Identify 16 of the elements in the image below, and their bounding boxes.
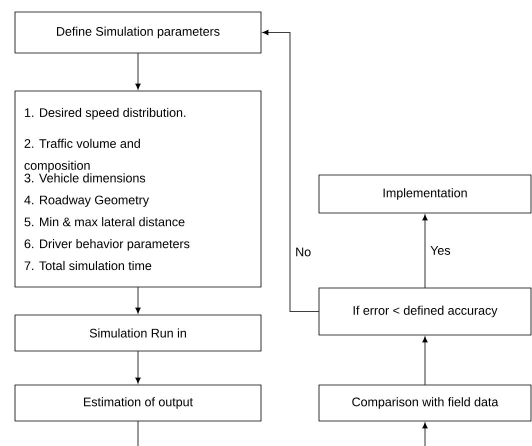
arrow — [135, 287, 141, 314]
edge-label: Yes — [430, 246, 450, 255]
edge-label: No — [296, 248, 311, 256]
process-box: Comparison with field data — [318, 384, 532, 422]
process-box: Estimation of output — [14, 384, 262, 422]
arrow — [422, 422, 428, 446]
arrow — [422, 336, 428, 385]
process-box: If error < defined accuracy — [318, 288, 532, 336]
process-box: Define Simulation parameters — [14, 12, 262, 54]
arrow — [262, 30, 319, 312]
arrow — [135, 53, 141, 90]
list-box: 1. Desired speed distribution. 2. Traffic volume and composition 3. Vehicle dimensions 4. Roadway Geometry 5. Min & max lateral distance 6. Driver behavior parameters 7. Total simulation time — [14, 90, 262, 288]
arrow — [135, 351, 141, 384]
arrow — [422, 214, 428, 288]
process-box: Simulation Run in — [14, 314, 262, 352]
process-box: Implementation — [318, 174, 532, 214]
